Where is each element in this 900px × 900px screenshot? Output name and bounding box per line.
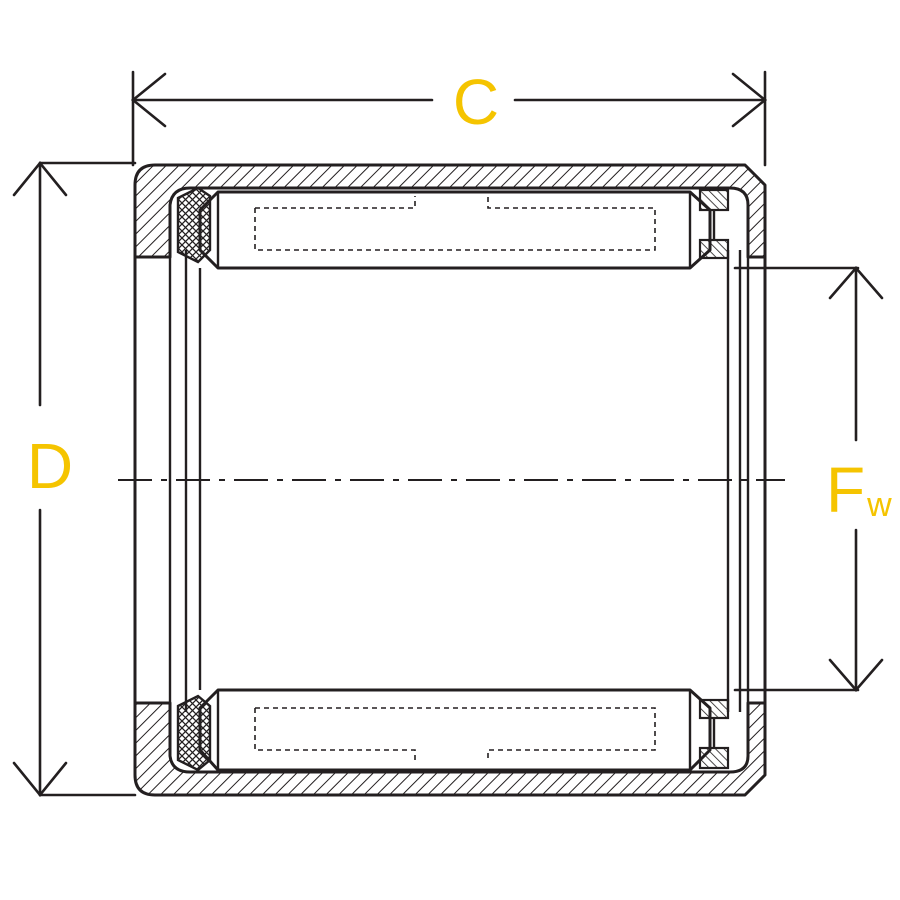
seal-top-left [176,186,212,264]
label-fw-sub: w [866,486,892,524]
label-c: C [453,66,499,138]
dimension-d [12,160,137,798]
seal-bottom-left [176,694,212,772]
dimension-c [130,70,768,167]
dimension-fw [733,266,884,692]
seal-bottom-right [698,698,730,770]
outer-shell [133,163,767,797]
label-d: D [27,430,73,502]
label-fw: Fw [826,454,892,526]
needle-roller-top [198,190,712,270]
label-fw-main: F [826,454,865,526]
needle-roller-bottom [198,688,712,772]
seal-top-right [698,188,730,260]
